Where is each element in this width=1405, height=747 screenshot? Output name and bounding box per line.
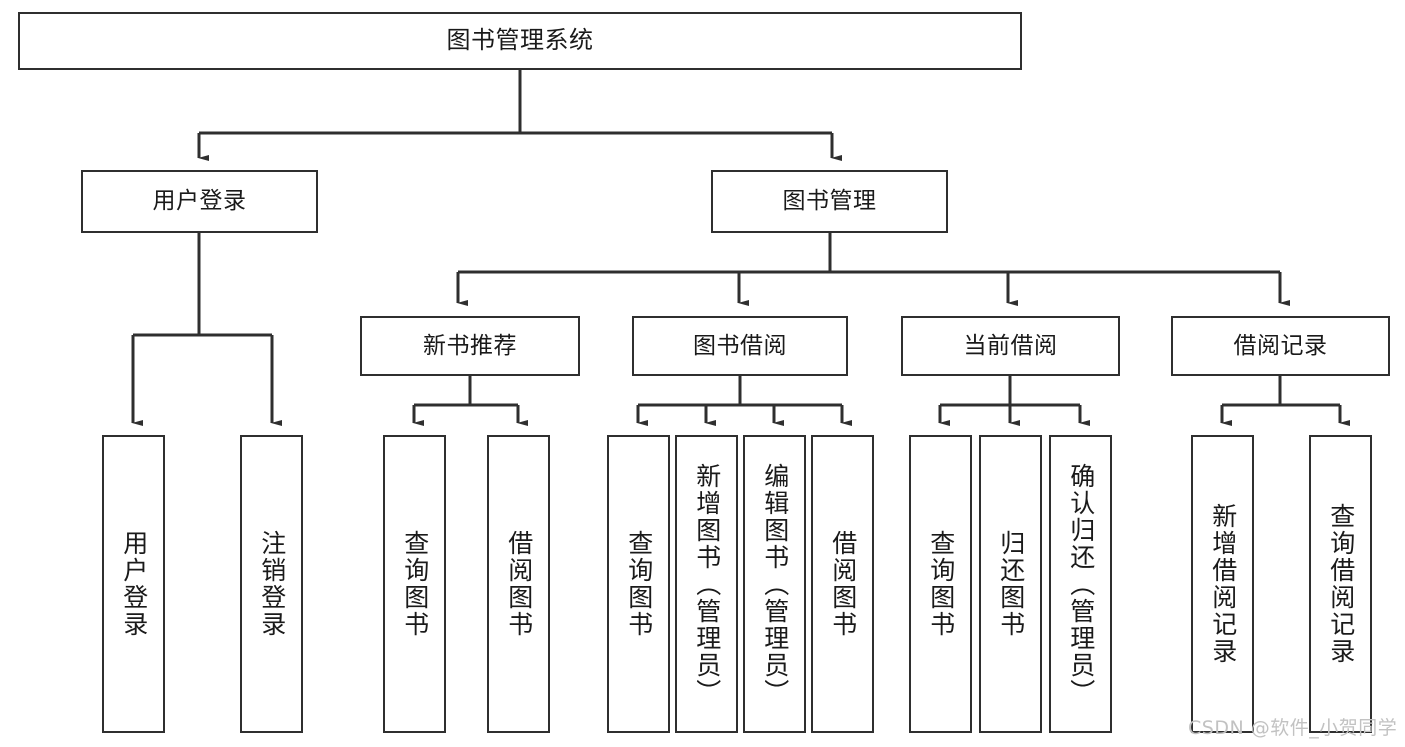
node-label: 新增图书（管理员） [692,462,722,706]
leaf-recommend-query-book[interactable]: 查询图书 [383,435,446,733]
node-label: 编辑图书（管理员） [760,462,790,706]
leaf-borrow-add-book-admin[interactable]: 新增图书（管理员） [675,435,738,733]
leaf-borrow-query-book[interactable]: 查询图书 [607,435,670,733]
node-label: 图书管理 [782,188,877,215]
leaf-user-login-signin[interactable]: 用户登录 [102,435,165,733]
node-label: 当前借阅 [963,332,1058,359]
leaf-current-query-book[interactable]: 查询图书 [909,435,972,733]
node-label: 借阅图书 [828,530,858,638]
node-label: 新书推荐 [423,332,517,359]
node-label: 查询图书 [624,530,654,638]
node-label: 借阅图书 [504,530,534,638]
leaf-borrow-borrow-book[interactable]: 借阅图书 [811,435,874,733]
node-new-book-recommend[interactable]: 新书推荐 [360,316,580,376]
node-user-login[interactable]: 用户登录 [81,170,318,233]
leaf-borrow-edit-book-admin[interactable]: 编辑图书（管理员） [743,435,806,733]
node-label: 查询借阅记录 [1326,503,1356,665]
node-label: 新增借阅记录 [1208,503,1238,665]
node-label: 用户登录 [152,188,247,215]
node-label: 归还图书 [996,530,1026,638]
leaf-record-add-record[interactable]: 新增借阅记录 [1191,435,1254,733]
node-root-system[interactable]: 图书管理系统 [18,12,1022,70]
leaf-recommend-borrow-book[interactable]: 借阅图书 [487,435,550,733]
node-book-management[interactable]: 图书管理 [711,170,948,233]
leaf-current-confirm-return-admin[interactable]: 确认归还（管理员） [1049,435,1112,733]
node-label: 用户登录 [119,530,149,638]
node-label: 借阅记录 [1233,332,1328,359]
leaf-current-return-book[interactable]: 归还图书 [979,435,1042,733]
node-label: 图书借阅 [693,332,787,359]
csdn-watermark: CSDN @软件_小贺同学 [1188,717,1398,739]
node-label: 图书管理系统 [446,26,594,55]
leaf-user-login-signout[interactable]: 注销登录 [240,435,303,733]
node-current-borrow[interactable]: 当前借阅 [901,316,1120,376]
node-book-borrow[interactable]: 图书借阅 [632,316,848,376]
node-label: 查询图书 [400,530,430,638]
node-label: 确认归还（管理员） [1066,462,1096,706]
leaf-record-query-record[interactable]: 查询借阅记录 [1309,435,1372,733]
node-label: 查询图书 [926,530,956,638]
node-borrow-record[interactable]: 借阅记录 [1171,316,1390,376]
node-label: 注销登录 [257,530,287,638]
